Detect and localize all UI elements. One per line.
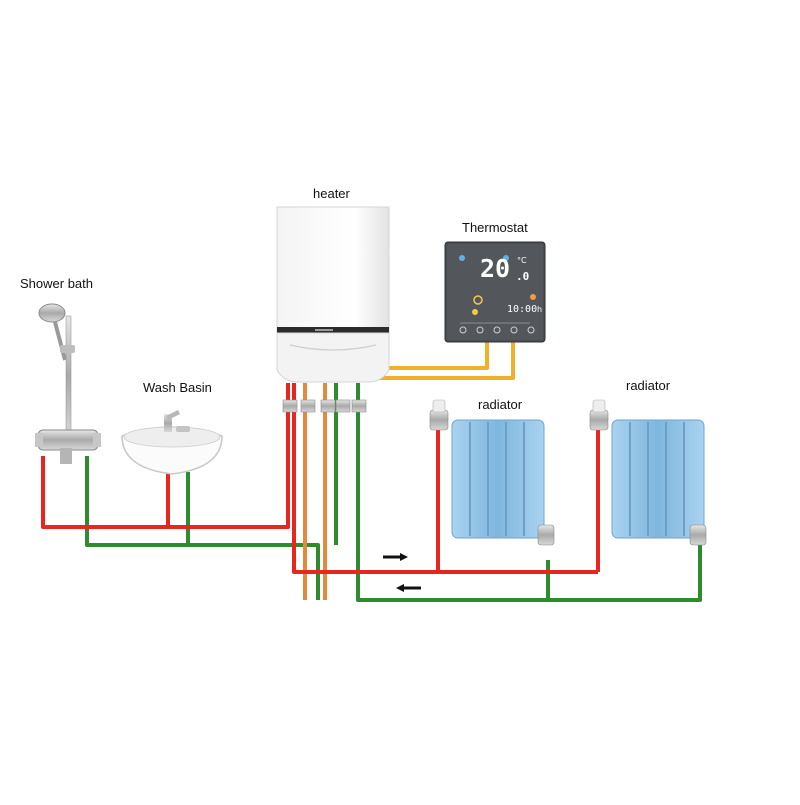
clock-button-icon [493,326,501,334]
flow-arrow-left-icon [396,584,421,592]
sun-icon [472,309,478,315]
heater-label: heater [313,186,350,201]
thermostat-time: 10:00 [507,304,538,315]
thermostat-wires [375,340,515,380]
up-button-icon [527,326,535,334]
hot-pipe-heater [292,383,438,574]
hot-pipe-radiator-1 [436,430,598,574]
radiator-label-1: radiator [478,397,523,412]
fan-icon [473,295,483,305]
thermostat-decimal: .0 [516,270,530,283]
wash-basin-label: Wash Basin [143,380,212,395]
wifi-icon [459,255,465,261]
radiator-label-2: radiator [626,378,671,393]
hot-pipe-basin [166,383,290,529]
thermostat-temperature: 20 [480,254,511,283]
thermostat-label: Thermostat [462,220,528,235]
heater-unit [276,206,390,413]
pipe-network [41,340,702,602]
thermostat-time-suffix: h [537,305,543,314]
hot-pipe-shower [41,456,168,529]
flame-icon [530,294,536,300]
return-pipe-heater-b [356,383,548,602]
menu-button-icon [476,326,484,334]
power-button-icon [459,326,467,334]
radiator-unit-2 [589,399,707,546]
radiator-unit-1 [429,399,555,546]
shower-bath-fixture [35,303,101,464]
wash-basin-fixture [121,410,223,475]
thermostat-unit: °C [517,256,527,265]
hot-pipes [41,383,600,574]
down-button-icon [510,326,518,334]
return-pipe-main [548,545,702,602]
water-pipes [303,383,327,600]
shower-head-icon [38,303,66,323]
flow-arrow-right-icon [383,553,408,561]
shower-bath-label: Shower bath [20,276,93,291]
thermostat-device [444,241,546,343]
mode-icon [503,255,509,261]
